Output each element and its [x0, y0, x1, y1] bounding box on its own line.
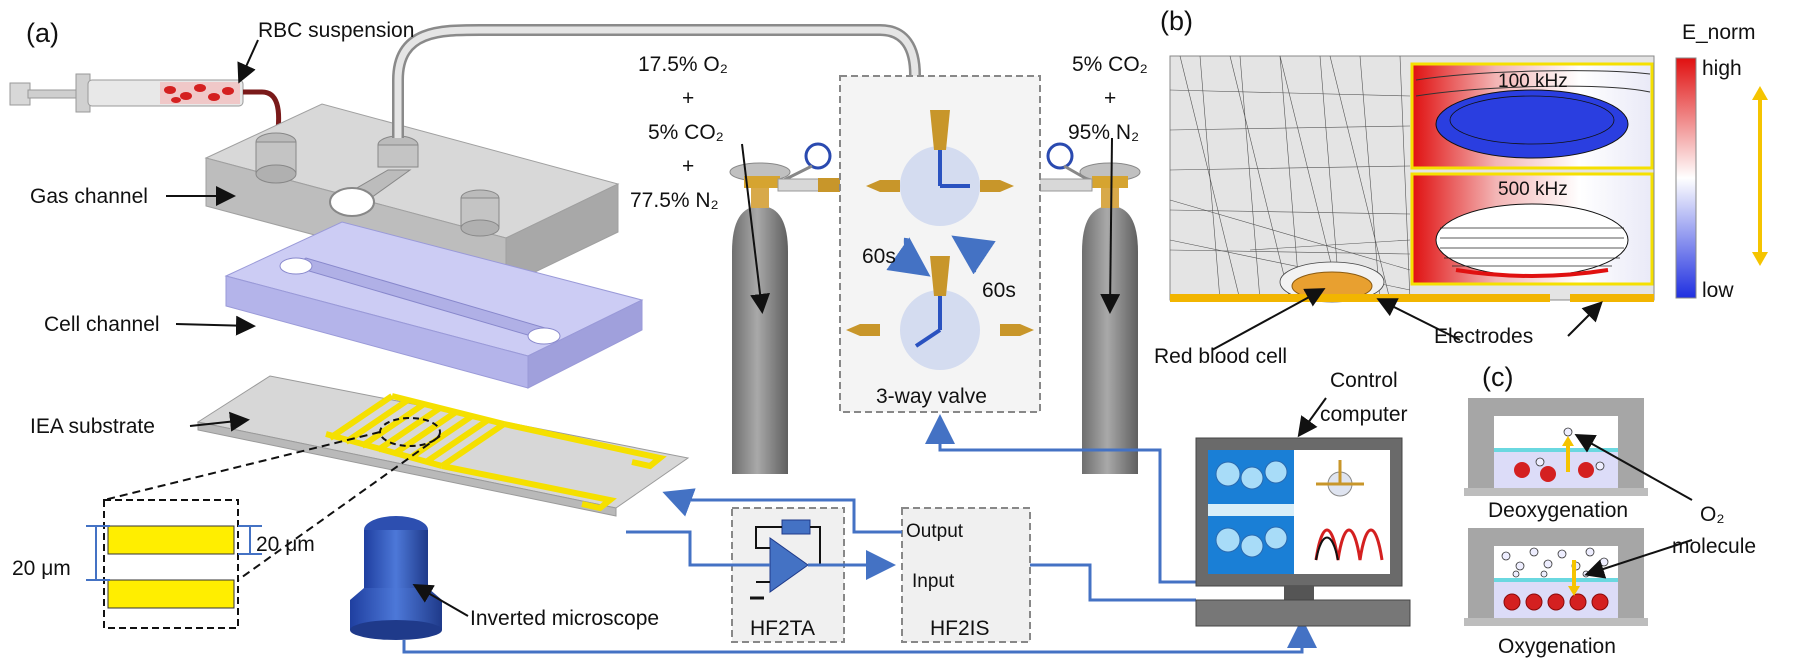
mesh-lines	[1169, 55, 1411, 301]
electrode-width-label: 20 μm	[256, 533, 315, 556]
cell-channel-block	[224, 221, 644, 389]
control-computer-label-2: computer	[1320, 403, 1408, 426]
hf2ta-label: HF2TA	[750, 617, 815, 640]
cell-channel-label: Cell channel	[44, 313, 160, 336]
iea-substrate-label: IEA substrate	[30, 415, 155, 438]
hf2is-box	[901, 507, 1031, 643]
panel-label-c: (c)	[1482, 362, 1514, 392]
electrodes-label: Electrodes	[1434, 325, 1534, 348]
valve-time-left: 60s	[862, 245, 896, 268]
inverted-microscope-label: Inverted microscope	[470, 607, 660, 630]
red-blood-cell-label: Red blood cell	[1154, 345, 1288, 368]
hf2is-input-label: Input	[912, 571, 955, 592]
gas-left-n2: 77.5% N₂	[630, 189, 719, 212]
gas-right-co2: 5% CO₂	[1072, 53, 1148, 76]
rbc-suspension-label: RBC suspension	[258, 19, 415, 42]
colorbar-title: E_norm	[1682, 21, 1756, 44]
gas-right-n2: 95% N₂	[1068, 121, 1140, 144]
colorbar	[1675, 57, 1768, 299]
label-arrows-c	[1574, 434, 1693, 579]
colorbar-low-label: low	[1702, 279, 1734, 302]
label-arrows-a	[166, 39, 469, 617]
molecule-label: molecule	[1672, 535, 1757, 558]
gas-channel-label: Gas channel	[30, 185, 148, 208]
electrode-zoom	[86, 417, 441, 629]
gas-cylinder-left	[729, 142, 858, 474]
oxygenation-chamber	[1464, 528, 1648, 626]
oxygenation-label: Oxygenation	[1498, 635, 1616, 658]
valve-box	[839, 75, 1041, 413]
o2-label: O₂	[1700, 503, 1725, 526]
colorbar-high-label: high	[1702, 57, 1742, 80]
label-arrows-b	[1211, 288, 1603, 351]
signal-wiring	[402, 414, 1317, 654]
gas-left-co2: 5% CO₂	[648, 121, 724, 144]
gas-right-plus: +	[1104, 87, 1117, 110]
control-computer-label-1: Control	[1330, 369, 1398, 392]
gas-left-plus-1: +	[682, 87, 695, 110]
field-inset-100khz	[1410, 62, 1654, 170]
microscope	[350, 516, 442, 640]
valve-label: 3-way valve	[876, 385, 987, 408]
gas-left-plus-2: +	[682, 155, 695, 178]
gas-cylinder-right	[990, 142, 1141, 474]
hf2ta-box	[731, 507, 845, 643]
hf2is-label: HF2IS	[930, 617, 990, 640]
freq-100khz-label: 100 kHz	[1498, 71, 1568, 92]
iea-substrate	[196, 375, 690, 517]
freq-500khz-label: 500 kHz	[1498, 179, 1568, 200]
control-computer	[1195, 437, 1411, 627]
deoxygenation-chamber	[1464, 398, 1648, 496]
gas-tube	[392, 24, 921, 138]
valve-time-right: 60s	[982, 279, 1016, 302]
syringe	[9, 73, 282, 151]
panel-label-b: (b)	[1160, 6, 1193, 36]
electrode-gap-label: 20 μm	[12, 557, 71, 580]
field-inset-500khz	[1410, 172, 1654, 286]
panel-label-a: (a)	[26, 18, 59, 48]
gas-left-o2: 17.5% O₂	[638, 53, 728, 76]
hf2is-output-label: Output	[906, 521, 964, 542]
deoxygenation-label: Deoxygenation	[1488, 499, 1629, 522]
